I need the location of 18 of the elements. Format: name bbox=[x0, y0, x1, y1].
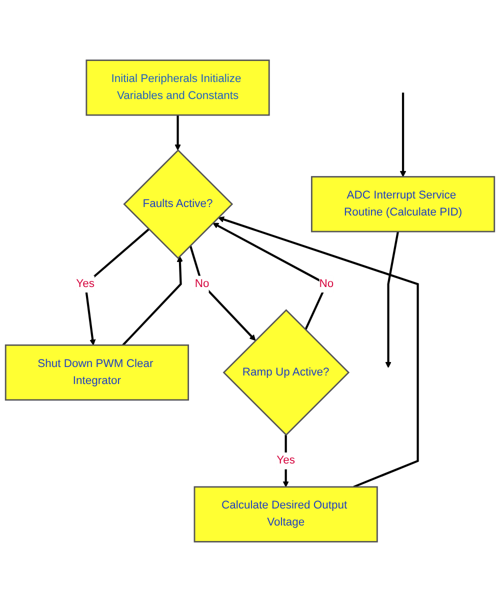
edge-label: No bbox=[319, 278, 334, 290]
edge-label: No bbox=[194, 278, 210, 290]
edge-label: Yes bbox=[276, 454, 296, 467]
decision-diamond: Ramp Up Active? bbox=[222, 309, 350, 436]
arrow bbox=[282, 434, 289, 488]
edge-label: Yes bbox=[76, 278, 95, 290]
process-box: Shut Down PWM Clear Integrator bbox=[4, 344, 189, 401]
arrow bbox=[218, 216, 419, 488]
arrow bbox=[385, 231, 400, 368]
decision-diamond: Faults Active? bbox=[123, 149, 234, 260]
arrow bbox=[400, 92, 406, 178]
process-box: ADC Interrupt Service Routine (Calculate PID) bbox=[311, 176, 496, 232]
arrow bbox=[174, 115, 181, 150]
process-box: Calculate Desired Output Voltage bbox=[194, 486, 378, 542]
arrow bbox=[189, 245, 256, 341]
process-box: Initial Peripherals Initialize Variables and Constants bbox=[86, 60, 270, 116]
arrow bbox=[84, 228, 150, 346]
arrow bbox=[122, 256, 184, 346]
